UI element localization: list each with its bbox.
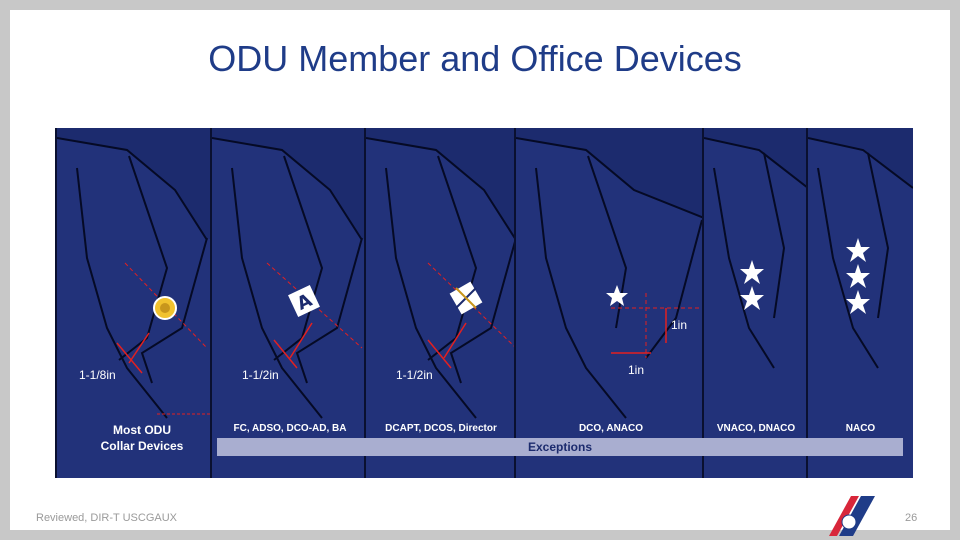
- measure-label-2: 1-1/2in: [242, 368, 279, 382]
- caption-collar-devices: Collar Devices: [100, 439, 184, 453]
- collar-drawing-2: [212, 137, 366, 478]
- caption-fc-adso: FC, ADSO, DCO-AD, BA: [233, 423, 347, 434]
- collar-panel-6: NACO: [806, 128, 913, 478]
- caption-dcapt-dcos: DCAPT, DCOS, Director: [385, 423, 497, 434]
- footer-credit: Reviewed, DIR-T USCGAUX: [36, 512, 177, 524]
- collar-drawing-4: [516, 137, 704, 478]
- collar-panel-4: 1in 1in DCO, ANACO: [514, 128, 704, 478]
- single-star-icon: [606, 285, 628, 306]
- collar-panel-2: A 1-1/2in FC, ADSO, DCO-AD, BA: [210, 128, 366, 478]
- caption-vnaco-dnaco: VNACO, DNACO: [716, 423, 796, 434]
- footer-strip: [10, 508, 950, 530]
- crossed-device-icon: [449, 281, 483, 315]
- three-star-icon: [846, 238, 870, 314]
- measure-label-1: 1-1/8in: [79, 368, 116, 382]
- measure-label-4a: 1in: [671, 318, 688, 332]
- page-number: 26: [905, 512, 918, 524]
- caption-most-odu: Most ODU: [113, 423, 171, 437]
- caption-naco: NACO: [845, 423, 876, 434]
- collar-device-figure: 1-1/8in Most ODU Collar Devices A 1-1/2i…: [55, 128, 913, 478]
- slide-title: ODU Member and Office Devices: [208, 38, 742, 79]
- two-star-icon: [740, 260, 764, 310]
- collar-drawing-5: [704, 137, 808, 478]
- uscg-stripe-logo-icon: [829, 496, 875, 536]
- collar-panel-1: 1-1/8in Most ODU Collar Devices: [55, 128, 212, 478]
- measure-label-4b: 1in: [628, 363, 645, 377]
- measure-label-3: 1-1/2in: [396, 368, 433, 382]
- exceptions-bar: Exceptions: [217, 438, 903, 456]
- collar-panel-5: VNACO, DNACO: [702, 128, 808, 478]
- collar-panel-3: 1-1/2in DCAPT, DCOS, Director: [364, 128, 516, 478]
- letter-a-device-icon: A: [288, 285, 320, 317]
- gold-collar-device-icon: [153, 296, 177, 320]
- caption-dco-anaco: DCO, ANACO: [578, 423, 644, 434]
